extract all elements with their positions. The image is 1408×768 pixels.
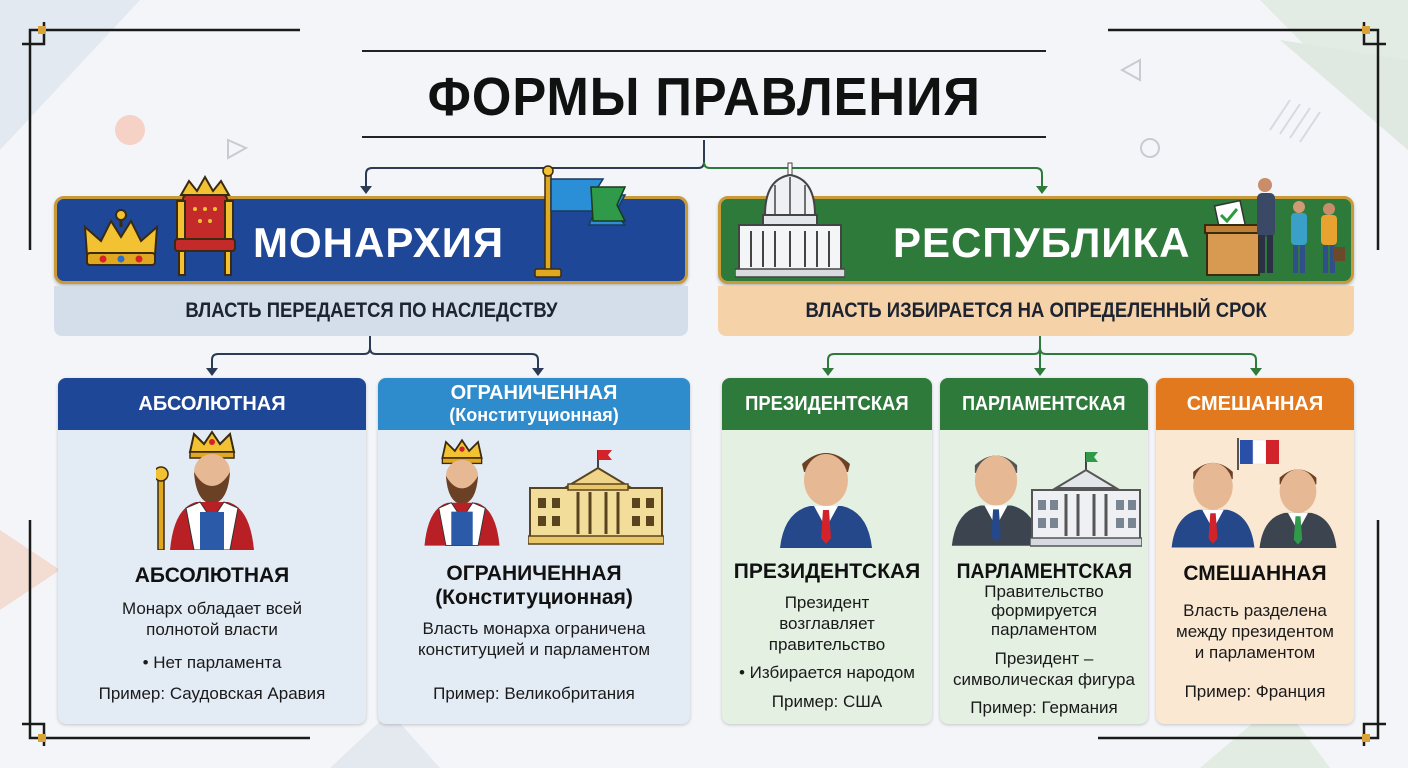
desc-line: формируется [991, 601, 1097, 620]
card-title: СМЕШАННАЯ [1183, 562, 1327, 585]
capitol-icon [735, 162, 845, 278]
france-flag-icon [1237, 438, 1279, 470]
card-mixed: СМЕШАННАЯ СМЕШАННАЯ Власть разделена меж… [1156, 378, 1354, 724]
card-header: АБСОЛЮТНАЯ [58, 378, 366, 430]
monarchy-banner: МОНАРХИЯ [54, 165, 688, 284]
republic-subtitle: ВЛАСТЬ ИЗБИРАЕТСЯ НА ОПРЕДЕЛЕННЫЙ СРОК [718, 286, 1354, 336]
monarchy-title: МОНАРХИЯ [253, 219, 505, 266]
card-title: ОГРАНИЧЕННАЯ (Конституционная) [435, 562, 633, 609]
card-bullet: • Избирается народом [739, 663, 915, 682]
card-desc: Власть разделена между президентом и пар… [1156, 600, 1354, 663]
king-icon [156, 430, 254, 550]
desc-line: парламентом [990, 620, 1098, 639]
card-desc: Президент возглавляет правительство [722, 592, 932, 655]
desc-line: Президент – [994, 649, 1094, 668]
desc-line: Президент [784, 593, 870, 612]
card-header: ПАРЛАМЕНТСКАЯ [940, 378, 1148, 430]
throne-icon [174, 175, 236, 276]
card-example: Пример: США [771, 692, 883, 711]
parliament-building-icon [1030, 452, 1142, 547]
page-title: ФОРМЫ ПРАВЛЕНИЯ [427, 67, 981, 127]
prime-minister-icon [951, 455, 1041, 546]
card-presidential: ПРЕЗИДЕНТСКАЯ ПРЕЗИДЕНТСКАЯ Президент во… [722, 378, 932, 724]
card-example: Пример: Франция [1184, 682, 1326, 701]
parliament-building-icon [528, 450, 664, 545]
desc-line: конституцией и парламентом [417, 640, 651, 659]
monarchy-subtitle: ВЛАСТЬ ПЕРЕДАЕТСЯ ПО НАСЛЕДСТВУ [54, 286, 688, 336]
crown-icon [83, 209, 159, 266]
republic-title: РЕСПУБЛИКА [893, 219, 1191, 266]
king-icon [424, 438, 500, 547]
card-example: Пример: Саудовская Аравия [98, 684, 326, 703]
president-icon [780, 453, 872, 548]
desc-line: Монарх обладает всей [121, 599, 302, 618]
desc-line: и парламентом [1194, 643, 1316, 662]
republic-banner: РЕСПУБЛИКА [718, 162, 1354, 284]
flag-icon [534, 165, 627, 278]
voters-icon [1257, 178, 1345, 273]
card-header: ОГРАНИЧЕННАЯ (Конституционная) [378, 378, 690, 430]
desc-line: между президентом [1176, 622, 1334, 641]
card-limited: ОГРАНИЧЕННАЯ (Конституционная) [378, 378, 690, 724]
desc-line: полнотой власти [146, 620, 278, 639]
card-parliamentary: ПАРЛАМЕНТСКАЯ ПАРЛАМЕНТСКАЯ Правительств… [940, 378, 1148, 724]
card-absolute: АБСОЛЮТНАЯ АБСОЛЮТНАЯ Монарх обладает вс… [58, 378, 366, 724]
card-title: ПАРЛАМЕНТСКАЯ [956, 560, 1132, 583]
card-title: ПРЕЗИДЕНТСКАЯ [733, 560, 921, 583]
card-desc-2: Президент – символическая фигура [940, 648, 1148, 690]
title-rule-top [362, 50, 1046, 52]
prime-minister-icon [1259, 469, 1337, 548]
president-icon [1171, 462, 1255, 548]
desc-line: символическая фигура [953, 670, 1135, 689]
card-example: Пример: Германия [970, 698, 1118, 717]
card-desc: Власть монарха ограничена конституцией и… [378, 618, 690, 660]
title-rule-bottom [362, 136, 1046, 138]
desc-line: возглавляет [779, 614, 875, 633]
desc-line: Власть разделена [1183, 601, 1327, 620]
card-desc: Правительство формируется парламентом [940, 582, 1148, 639]
desc-line: правительство [768, 635, 886, 654]
desc-line: Правительство [984, 582, 1104, 601]
card-bullet: • Нет парламента [142, 653, 282, 672]
card-title: АБСОЛЮТНАЯ [134, 564, 290, 587]
desc-line: Власть монарха ограничена [422, 619, 646, 638]
card-header: ПРЕЗИДЕНТСКАЯ [722, 378, 932, 430]
card-desc: Монарх обладает всей полнотой власти [58, 598, 366, 640]
card-example: Пример: Великобритания [433, 684, 635, 703]
card-header: СМЕШАННАЯ [1156, 378, 1354, 430]
